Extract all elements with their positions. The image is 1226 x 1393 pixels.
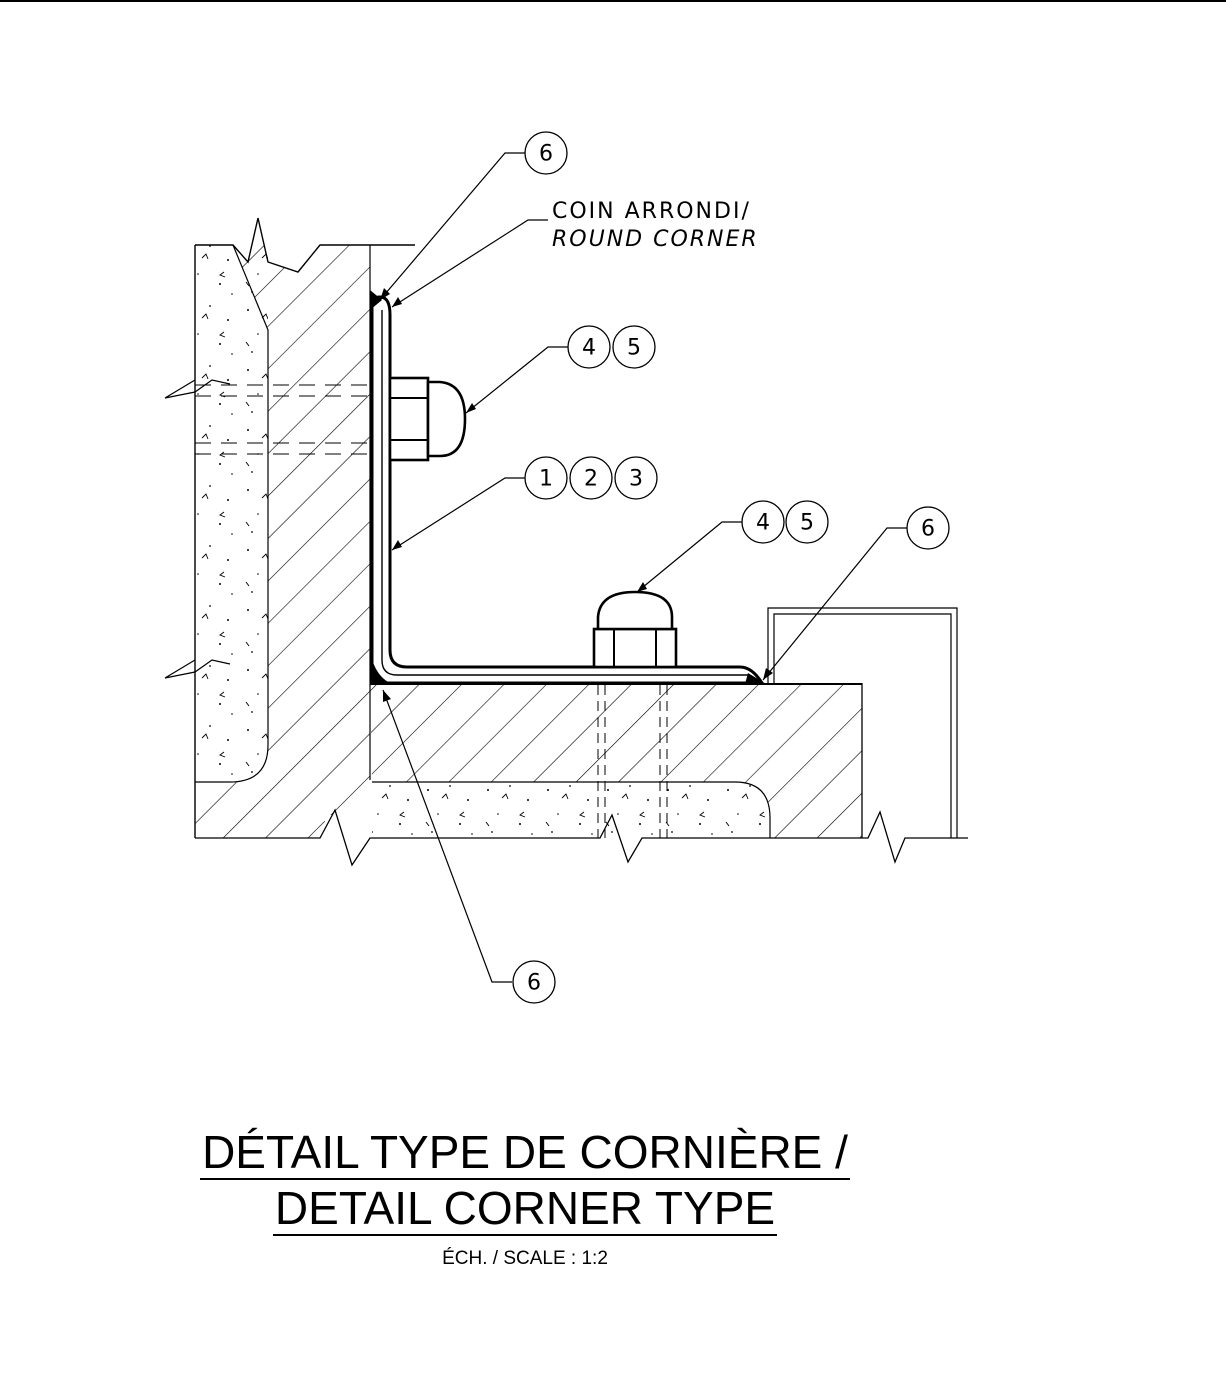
callout-number: 5 <box>800 511 814 536</box>
callout-bottom: 6 <box>512 960 556 1004</box>
callout-number: 6 <box>527 971 541 996</box>
callout-nut-horizontal: 4 5 <box>741 500 829 544</box>
detail-scale: ÉCH. / SCALE : 1:2 <box>442 1248 608 1269</box>
nut-vertical <box>388 376 467 462</box>
detail-title-line2: DETAIL CORNER TYPE <box>272 1182 778 1236</box>
callout-number: 5 <box>627 336 641 361</box>
detail-title-line1: DÉTAIL TYPE DE CORNIÈRE / <box>200 1126 850 1180</box>
wall-anchor <box>195 384 390 455</box>
callout-number: 1 <box>539 467 553 492</box>
nut-horizontal <box>592 590 678 669</box>
frame-profile <box>767 607 958 838</box>
callout-number: 3 <box>629 467 643 492</box>
callout-angle: 1 2 3 <box>524 456 658 500</box>
steel-angle <box>370 290 766 685</box>
callout-top: 6 <box>524 131 568 175</box>
note-line-fr: COIN ARRONDI/ <box>552 199 751 224</box>
callout-number: 4 <box>582 336 596 361</box>
leader-lines <box>379 152 907 983</box>
callout-right: 6 <box>906 506 950 550</box>
callout-number: 6 <box>921 517 935 542</box>
leader-arrowheads <box>380 288 773 702</box>
callout-nut-vertical: 4 5 <box>567 325 656 369</box>
detail-title-fr: DÉTAIL TYPE DE CORNIÈRE / <box>0 1122 1138 1182</box>
note-line-en: ROUND CORNER <box>552 227 759 252</box>
callout-number: 6 <box>539 142 553 167</box>
detail-title-en: DETAIL CORNER TYPE <box>0 1178 1138 1238</box>
sheet-border-top <box>0 0 1226 2</box>
callout-number: 4 <box>756 511 770 536</box>
wall-hatched-section <box>164 217 415 838</box>
callout-number: 2 <box>584 467 598 492</box>
